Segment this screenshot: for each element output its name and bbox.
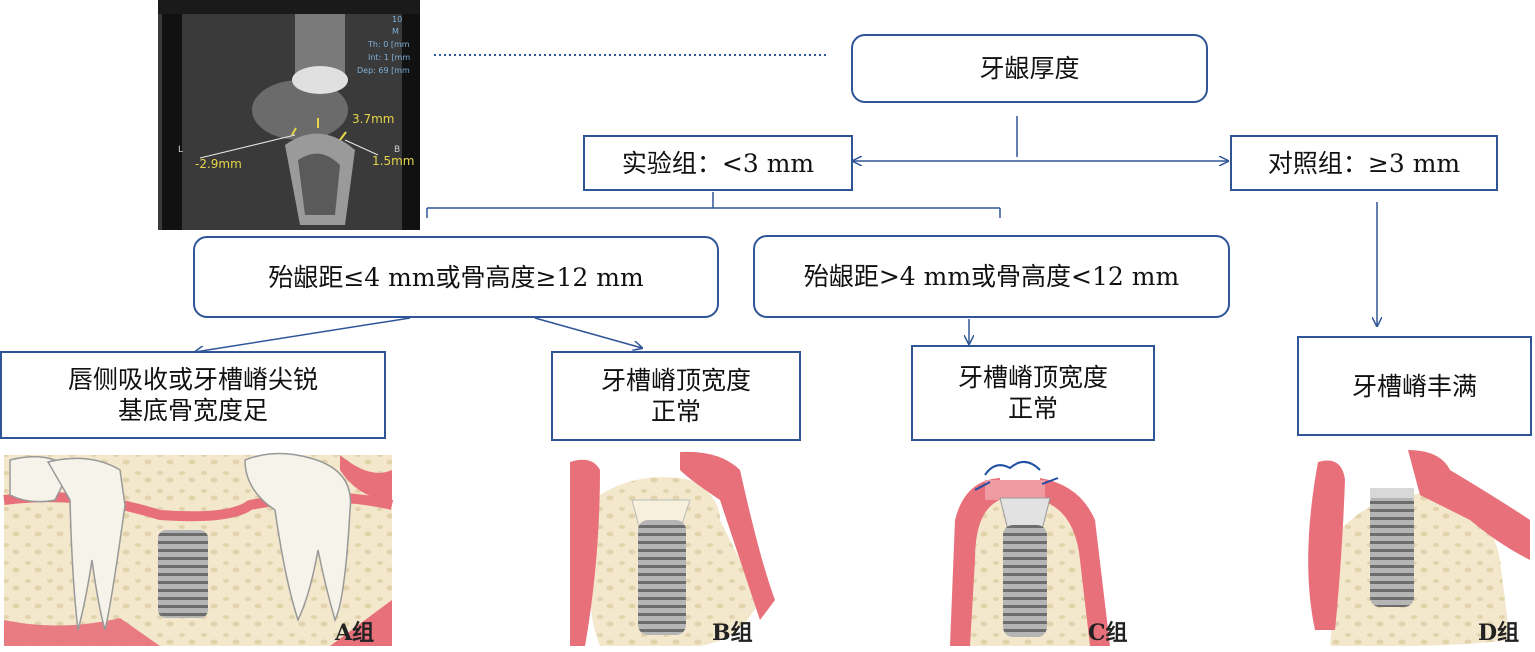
experimental-group-node: 实验组：<3 mm [583, 135, 853, 191]
outcome-b-node: 牙槽嵴顶宽度 正常 [551, 351, 801, 441]
outcome-c-line1: 牙槽嵴顶宽度 [957, 363, 1108, 392]
arrow-to-outcome-a [195, 317, 411, 352]
outcome-d-label: 牙槽嵴丰满 [1351, 371, 1477, 401]
root-node-label: 牙龈厚度 [979, 54, 1080, 83]
outcome-c-node: 牙槽嵴顶宽度 正常 [911, 345, 1155, 441]
experimental-group-label: 实验组：<3 mm [621, 148, 815, 178]
illustration-c [950, 461, 1110, 646]
ct-measure-top: 3.7mm [352, 112, 394, 126]
illustration-b [570, 451, 775, 646]
arrow-to-outcome-b [534, 317, 642, 348]
outcome-c-line2: 正常 [1007, 394, 1058, 423]
condition-a-node: 殆龈距≤4 mm或骨高度≥12 mm [193, 236, 719, 318]
ct-measure-right: 1.5mm [372, 154, 414, 168]
root-node: 牙龈厚度 [851, 34, 1208, 103]
ct-overlay-4: Dep: 69 [mm [357, 66, 410, 75]
ct-overlay-0: 10 [392, 15, 402, 24]
illustration-a [3, 452, 394, 646]
outcome-a-line1: 唇侧吸收或牙槽嵴尖锐 [67, 365, 318, 394]
group-label-a: A组 [334, 620, 374, 646]
ct-overlay-3: Int: 1 [mm [368, 53, 410, 62]
outcome-b-line2: 正常 [650, 397, 701, 426]
group-label-d: D组 [1478, 620, 1519, 646]
group-label-b: B组 [712, 620, 753, 646]
ct-overlay-1: M [392, 27, 399, 36]
ct-measure-left: -2.9mm [195, 157, 242, 171]
outcome-d-node: 牙槽嵴丰满 [1297, 336, 1532, 436]
control-group-label: 对照组：≥3 mm [1267, 148, 1461, 178]
condition-b-label: 殆龈距>4 mm或骨高度<12 mm [803, 262, 1180, 291]
condition-a-label: 殆龈距≤4 mm或骨高度≥12 mm [268, 262, 644, 292]
outcome-b-line1: 牙槽嵴顶宽度 [600, 366, 751, 395]
outcome-a-line2: 基底骨宽度足 [117, 396, 268, 425]
control-group-node: 对照组：≥3 mm [1230, 135, 1498, 191]
illustration-d [1308, 450, 1530, 646]
group-label-c: C组 [1088, 620, 1128, 646]
ct-overlay-2: Th: 0 [mm [367, 40, 410, 49]
condition-b-node: 殆龈距>4 mm或骨高度<12 mm [753, 235, 1230, 318]
outcome-a-node: 唇侧吸收或牙槽嵴尖锐 基底骨宽度足 [0, 351, 386, 439]
ct-side-left: L [178, 145, 183, 155]
ct-side-right: B [394, 145, 400, 155]
